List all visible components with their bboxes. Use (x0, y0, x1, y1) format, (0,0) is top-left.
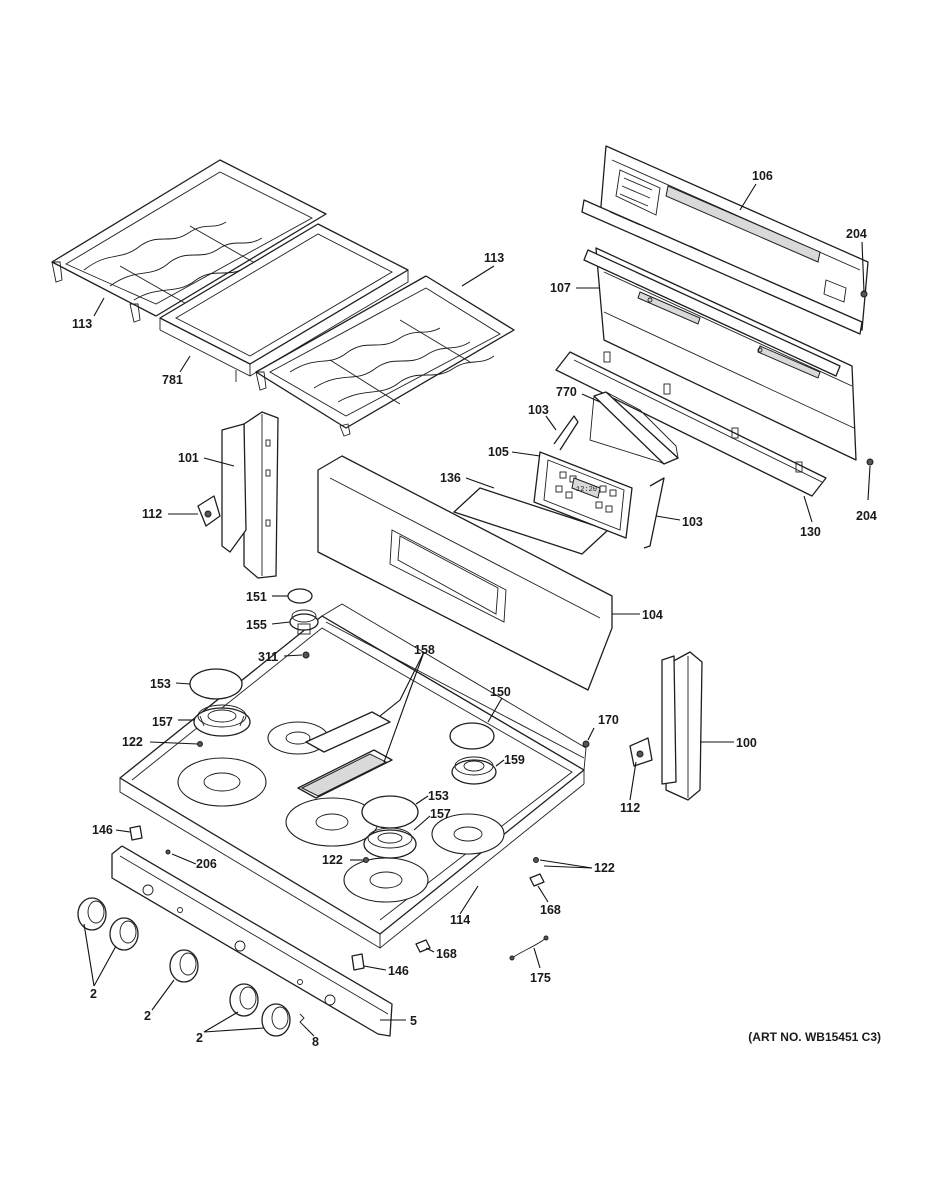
burner-157-center (363, 827, 417, 859)
burner-base-155 (289, 609, 319, 635)
callout-112-left: 112 (142, 507, 162, 521)
callout-113-left: 113 (72, 317, 92, 331)
callout-153-left: 153 (150, 677, 171, 691)
callout-170: 170 (598, 713, 619, 727)
callout-204-bottom: 204 (856, 509, 877, 523)
callout-101: 101 (178, 451, 199, 465)
screw-204-bottom (866, 458, 874, 466)
callout-2-left: 2 (90, 987, 97, 1001)
rear-panel-106 (581, 145, 869, 335)
callout-146-right: 146 (388, 964, 409, 978)
callout-122-center: 122 (322, 853, 343, 867)
manifold-panel-5 (111, 845, 393, 1037)
griddle-781 (159, 223, 409, 382)
burner-cap-151 (287, 588, 313, 604)
callout-113-right: 113 (484, 251, 504, 265)
vent-trim-130 (555, 351, 827, 497)
burner-cap-153-center (361, 795, 419, 829)
clip-168-lower (415, 939, 431, 953)
burner-157-left (193, 704, 251, 737)
control-board-105: 12:20 (533, 451, 633, 539)
burner-cap-153-left (189, 668, 243, 700)
callout-781: 781 (162, 373, 183, 387)
knobs-2 (77, 897, 291, 1037)
callout-153-center: 153 (428, 789, 449, 803)
clip-146-left (129, 825, 143, 841)
callout-100: 100 (736, 736, 757, 750)
wire-175 (509, 935, 549, 961)
callout-159: 159 (504, 753, 525, 767)
callout-8: 8 (312, 1035, 319, 1049)
bracket-112-left (197, 495, 221, 527)
callout-5: 5 (410, 1014, 417, 1028)
callout-155: 155 (246, 618, 267, 632)
insulation-770 (589, 391, 679, 465)
rear-panel-107 (583, 247, 857, 461)
callout-112-right: 112 (620, 801, 640, 815)
callout-206: 206 (196, 857, 217, 871)
spring-8 (299, 1013, 305, 1027)
bracket-103-right (643, 477, 665, 549)
callout-2-right: 2 (196, 1031, 203, 1045)
clip-168-upper (529, 873, 545, 887)
art-number-label: (ART NO. WB15451 C3) (748, 1030, 881, 1044)
burner-159 (451, 756, 497, 785)
callout-204-top: 204 (846, 227, 867, 241)
side-trim-100 (661, 651, 703, 801)
control-panel-104 (317, 455, 613, 691)
callout-146-left: 146 (92, 823, 113, 837)
callout-151: 151 (246, 590, 267, 604)
callout-311: 311 (258, 650, 278, 664)
callout-122-right: 122 (594, 861, 615, 875)
burner-head-158 (297, 711, 393, 799)
callout-labels: 106 204 107 113 113 781 770 103 105 136 … (72, 169, 877, 1049)
display-readout: 12:20 (576, 486, 597, 494)
callout-122-left: 122 (122, 735, 143, 749)
callout-136: 136 (440, 471, 461, 485)
callout-770: 770 (556, 385, 577, 399)
bracket-103-left (553, 415, 579, 451)
callout-105: 105 (488, 445, 509, 459)
bracket-112-right (629, 737, 653, 767)
side-trim-101 (221, 411, 279, 579)
callout-114: 114 (450, 913, 470, 927)
callout-150: 150 (490, 685, 511, 699)
screw-170 (582, 740, 590, 748)
callout-2-middle: 2 (144, 1009, 151, 1023)
callout-157-left: 157 (152, 715, 173, 729)
callout-107: 107 (550, 281, 571, 295)
callout-168-upper: 168 (540, 903, 561, 917)
screw-311 (302, 651, 310, 659)
callout-106: 106 (752, 169, 773, 183)
callout-158: 158 (414, 643, 435, 657)
callout-103-upper: 103 (528, 403, 549, 417)
overlay-136 (453, 487, 609, 555)
screw-206 (165, 849, 171, 855)
clip-146-right (351, 953, 365, 971)
callout-104: 104 (642, 608, 663, 622)
callout-103-lower: 103 (682, 515, 703, 529)
grate-113-right (255, 275, 515, 437)
burner-cap-150 (449, 722, 495, 750)
callout-157-center: 157 (430, 807, 451, 821)
callout-130: 130 (800, 525, 821, 539)
leader-lines (83, 183, 871, 1037)
callout-168-lower: 168 (436, 947, 457, 961)
callout-175: 175 (530, 971, 551, 985)
